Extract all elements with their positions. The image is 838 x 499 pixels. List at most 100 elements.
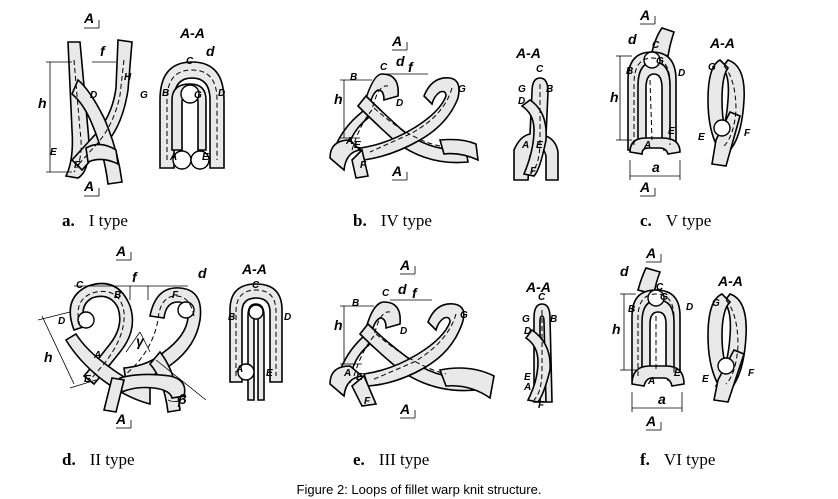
svg-text:A: A (115, 243, 126, 259)
section-title-b: A-A (515, 45, 541, 61)
svg-text:F: F (748, 368, 755, 379)
svg-text:A: A (343, 368, 351, 379)
svg-text:A: A (523, 382, 531, 393)
svg-text:D: D (524, 326, 531, 337)
svg-text:F: F (74, 160, 81, 171)
svg-text:B: B (352, 298, 359, 309)
panel-c-front-view: A A h d a B C G D E A (610, 7, 685, 197)
svg-text:γ: γ (136, 333, 145, 349)
svg-text:d: d (398, 281, 407, 297)
svg-text:h: h (334, 91, 343, 107)
svg-text:A: A (521, 140, 529, 151)
svg-text:B: B (628, 304, 635, 315)
svg-text:D: D (686, 302, 693, 313)
panel-d-front-view: A A h f d C (37, 243, 207, 429)
svg-text:C: C (252, 280, 260, 291)
svg-text:D: D (218, 88, 225, 99)
svg-text:A: A (399, 401, 410, 417)
svg-text:D: D (678, 68, 685, 79)
svg-text:A: A (643, 140, 651, 151)
section-title-f: A-A (717, 273, 743, 289)
svg-text:f: f (132, 269, 138, 285)
panel-f-letter: f. (640, 450, 650, 469)
svg-text:h: h (610, 89, 619, 105)
panel-b-front-view: A A h d f B C D G A E F (329, 33, 479, 181)
svg-text:D: D (90, 90, 97, 101)
svg-text:E: E (354, 140, 361, 151)
svg-text:B: B (546, 84, 553, 95)
dim-h: h (38, 95, 47, 111)
dim-f: f (100, 43, 106, 59)
svg-text:G: G (458, 84, 466, 95)
svg-text:D: D (518, 96, 525, 107)
svg-text:C: C (536, 64, 544, 75)
svg-text:d: d (206, 43, 215, 59)
section-title-a: A-A (179, 25, 205, 41)
svg-text:h: h (334, 317, 343, 333)
panel-b-title: IV type (380, 211, 432, 230)
svg-text:E: E (702, 374, 709, 385)
svg-text:G: G (656, 56, 664, 67)
svg-text:h: h (44, 349, 53, 365)
svg-text:C: C (76, 280, 84, 291)
svg-text:B: B (626, 66, 633, 77)
svg-text:F: F (538, 400, 545, 411)
panel-e-section-view: A-A C G B D E A F (522, 279, 557, 411)
figure-caption: Figure 2: Loops of fillet warp knit stru… (296, 482, 542, 497)
svg-text:E: E (84, 374, 91, 385)
panel-d-letter: d. (62, 450, 76, 469)
panel-a-caption: a.I type (62, 211, 128, 231)
panel-a-section-view: A-A d C B G D A E (159, 25, 225, 170)
svg-text:f: f (412, 285, 418, 301)
panel-f-front-view: A A h d a B C G D A E (612, 245, 693, 431)
panel-c-title: V type (665, 211, 712, 230)
svg-text:a: a (658, 391, 666, 407)
panel-f-section-view: A-A G E F (702, 273, 755, 403)
svg-text:C: C (656, 282, 664, 293)
svg-text:F: F (530, 166, 537, 177)
svg-text:C: C (380, 62, 388, 73)
svg-text:A: A (639, 7, 650, 23)
panel-a-front-view: A A h f D E F H G (38, 10, 148, 197)
svg-text:d: d (198, 265, 207, 281)
svg-text:G: G (660, 292, 668, 303)
svg-text:A: A (93, 350, 101, 361)
section-marker-bottom: A (83, 178, 94, 194)
panel-d-caption: d. II type (62, 450, 135, 470)
svg-text:A: A (399, 257, 410, 273)
svg-text:E: E (674, 368, 681, 379)
svg-text:A: A (115, 411, 126, 427)
svg-text:E: E (266, 368, 273, 379)
svg-text:H: H (124, 72, 132, 83)
svg-text:A: A (645, 413, 656, 429)
svg-text:B: B (350, 72, 357, 83)
svg-text:A: A (647, 376, 655, 387)
panel-c-section-view: A-A G E F (698, 35, 751, 167)
svg-text:D: D (58, 316, 65, 327)
svg-text:G: G (708, 62, 716, 73)
svg-text:E: E (356, 372, 363, 383)
svg-text:C: C (382, 288, 390, 299)
svg-text:B: B (228, 312, 235, 323)
svg-text:C: C (652, 40, 660, 51)
svg-text:C: C (538, 292, 546, 303)
svg-text:F: F (744, 128, 751, 139)
section-title-d: A-A (241, 261, 267, 277)
panel-b-caption: b.IV type (353, 211, 432, 231)
section-title-e: A-A (525, 279, 551, 295)
svg-text:G: G (194, 90, 202, 101)
panel-d-title: II type (89, 450, 135, 469)
panel-e-title: III type (378, 450, 430, 469)
svg-text:E: E (536, 140, 543, 151)
svg-text:E: E (524, 372, 531, 383)
svg-text:G: G (522, 314, 530, 325)
svg-text:F: F (364, 396, 371, 407)
svg-text:E: E (668, 126, 675, 137)
panel-a-letter: a. (62, 211, 75, 230)
svg-text:d: d (628, 31, 637, 47)
section-marker-top: A (83, 10, 94, 26)
